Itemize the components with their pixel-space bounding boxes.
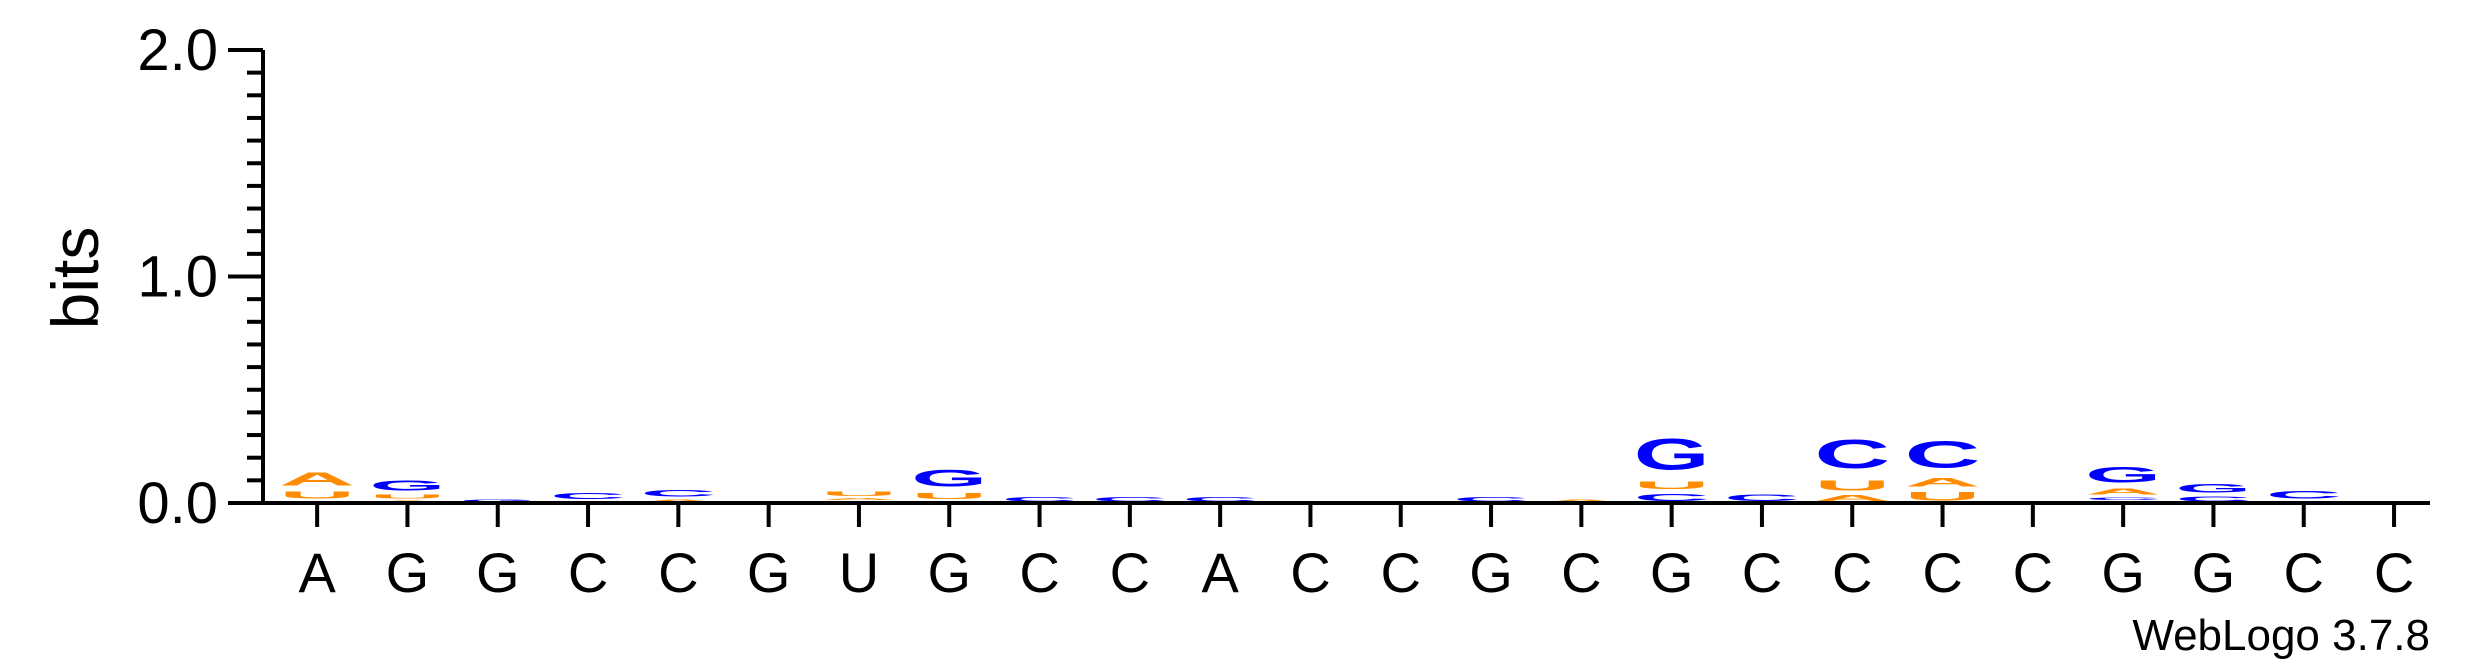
logo-letter-C: C xyxy=(2266,488,2342,501)
logo-letter-C: C xyxy=(640,488,716,498)
logo-letter-C: C xyxy=(1634,492,1710,503)
logo-letter-U: U xyxy=(911,492,987,501)
x-tick-label: U xyxy=(839,541,879,604)
x-tick-label: C xyxy=(1742,541,1782,604)
logo-letter-C: C xyxy=(1002,496,1078,503)
logo-letter-G: G xyxy=(460,498,536,503)
x-tick-label: C xyxy=(658,541,698,604)
x-tick-label: G xyxy=(1469,541,1513,604)
x-tick-label: G xyxy=(2192,541,2236,604)
logo-letter-G: G xyxy=(911,465,987,492)
x-tick-label: C xyxy=(568,541,608,604)
logo-stacks: CUAAUGGGCACCAUAUGCCCCACUGCAUCUACUCAGCGAC xyxy=(279,430,2341,503)
logo-letter-G: G xyxy=(370,477,446,494)
y-axis-label: bits xyxy=(38,227,112,330)
logo-letter-C: C xyxy=(1182,496,1258,503)
x-tick-label: C xyxy=(2374,541,2414,604)
logo-letter-C: C xyxy=(1724,493,1800,503)
logo-letter-G: G xyxy=(2176,481,2252,495)
logo-letter-C: C xyxy=(550,492,626,501)
logo-letter-U: U xyxy=(1814,477,1890,494)
logo-letter-G: G xyxy=(1634,430,1710,480)
x-tick-label: C xyxy=(1561,541,1601,604)
logo-letter-U: U xyxy=(370,494,446,500)
logo-letter-A: A xyxy=(1543,498,1619,503)
x-tick-label: G xyxy=(747,541,791,604)
logo-letter-U: U xyxy=(821,491,897,498)
x-tick-label: C xyxy=(1019,541,1059,604)
logo-letter-A: A xyxy=(2085,487,2161,496)
logo-letter-C: C xyxy=(2176,495,2252,503)
x-tick-label: A xyxy=(1201,541,1239,604)
logo-letter-U: U xyxy=(1905,489,1981,503)
y-tick-label: 0.0 xyxy=(137,471,218,536)
logo-letter-A: A xyxy=(821,497,897,500)
logo-letter-G: G xyxy=(2085,462,2161,487)
x-tick-label: G xyxy=(2101,541,2145,604)
x-tick-label: C xyxy=(1381,541,1421,604)
x-tick-label: C xyxy=(1922,541,1962,604)
x-tick-label: C xyxy=(1832,541,1872,604)
x-tick-label: C xyxy=(1290,541,1330,604)
x-tick-label: G xyxy=(476,541,520,604)
x-tick-label: A xyxy=(298,541,336,604)
logo-letter-C: C xyxy=(1092,496,1168,503)
weblogo-credit: WebLogo 3.7.8 xyxy=(2132,611,2430,660)
logo-letter-A: A xyxy=(1905,476,1981,490)
x-tick-label: C xyxy=(1110,541,1150,604)
x-tick-label: G xyxy=(386,541,430,604)
x-tick-label: G xyxy=(1650,541,1694,604)
logo-letter-U: U xyxy=(1634,479,1710,492)
logo-letter-A: A xyxy=(1814,494,1890,503)
logo-letter-C: C xyxy=(2085,496,2161,501)
logo-letter-C: C xyxy=(1905,432,1981,475)
logo-letter-C: C xyxy=(1814,431,1890,476)
logo-letter-U: U xyxy=(279,489,355,500)
y-tick-label: 2.0 xyxy=(137,18,218,83)
y-ticks: 0.0 1.0 2.0 xyxy=(137,18,263,536)
axes xyxy=(261,50,2430,505)
logo-letter-C: C xyxy=(1453,496,1529,503)
x-tick-label: C xyxy=(2013,541,2053,604)
y-tick-label: 1.0 xyxy=(137,245,218,310)
x-tick-label: C xyxy=(2284,541,2324,604)
logo-letter-A: A xyxy=(640,498,716,503)
logo-letter-A: A xyxy=(279,469,355,489)
x-tick-label: G xyxy=(927,541,971,604)
